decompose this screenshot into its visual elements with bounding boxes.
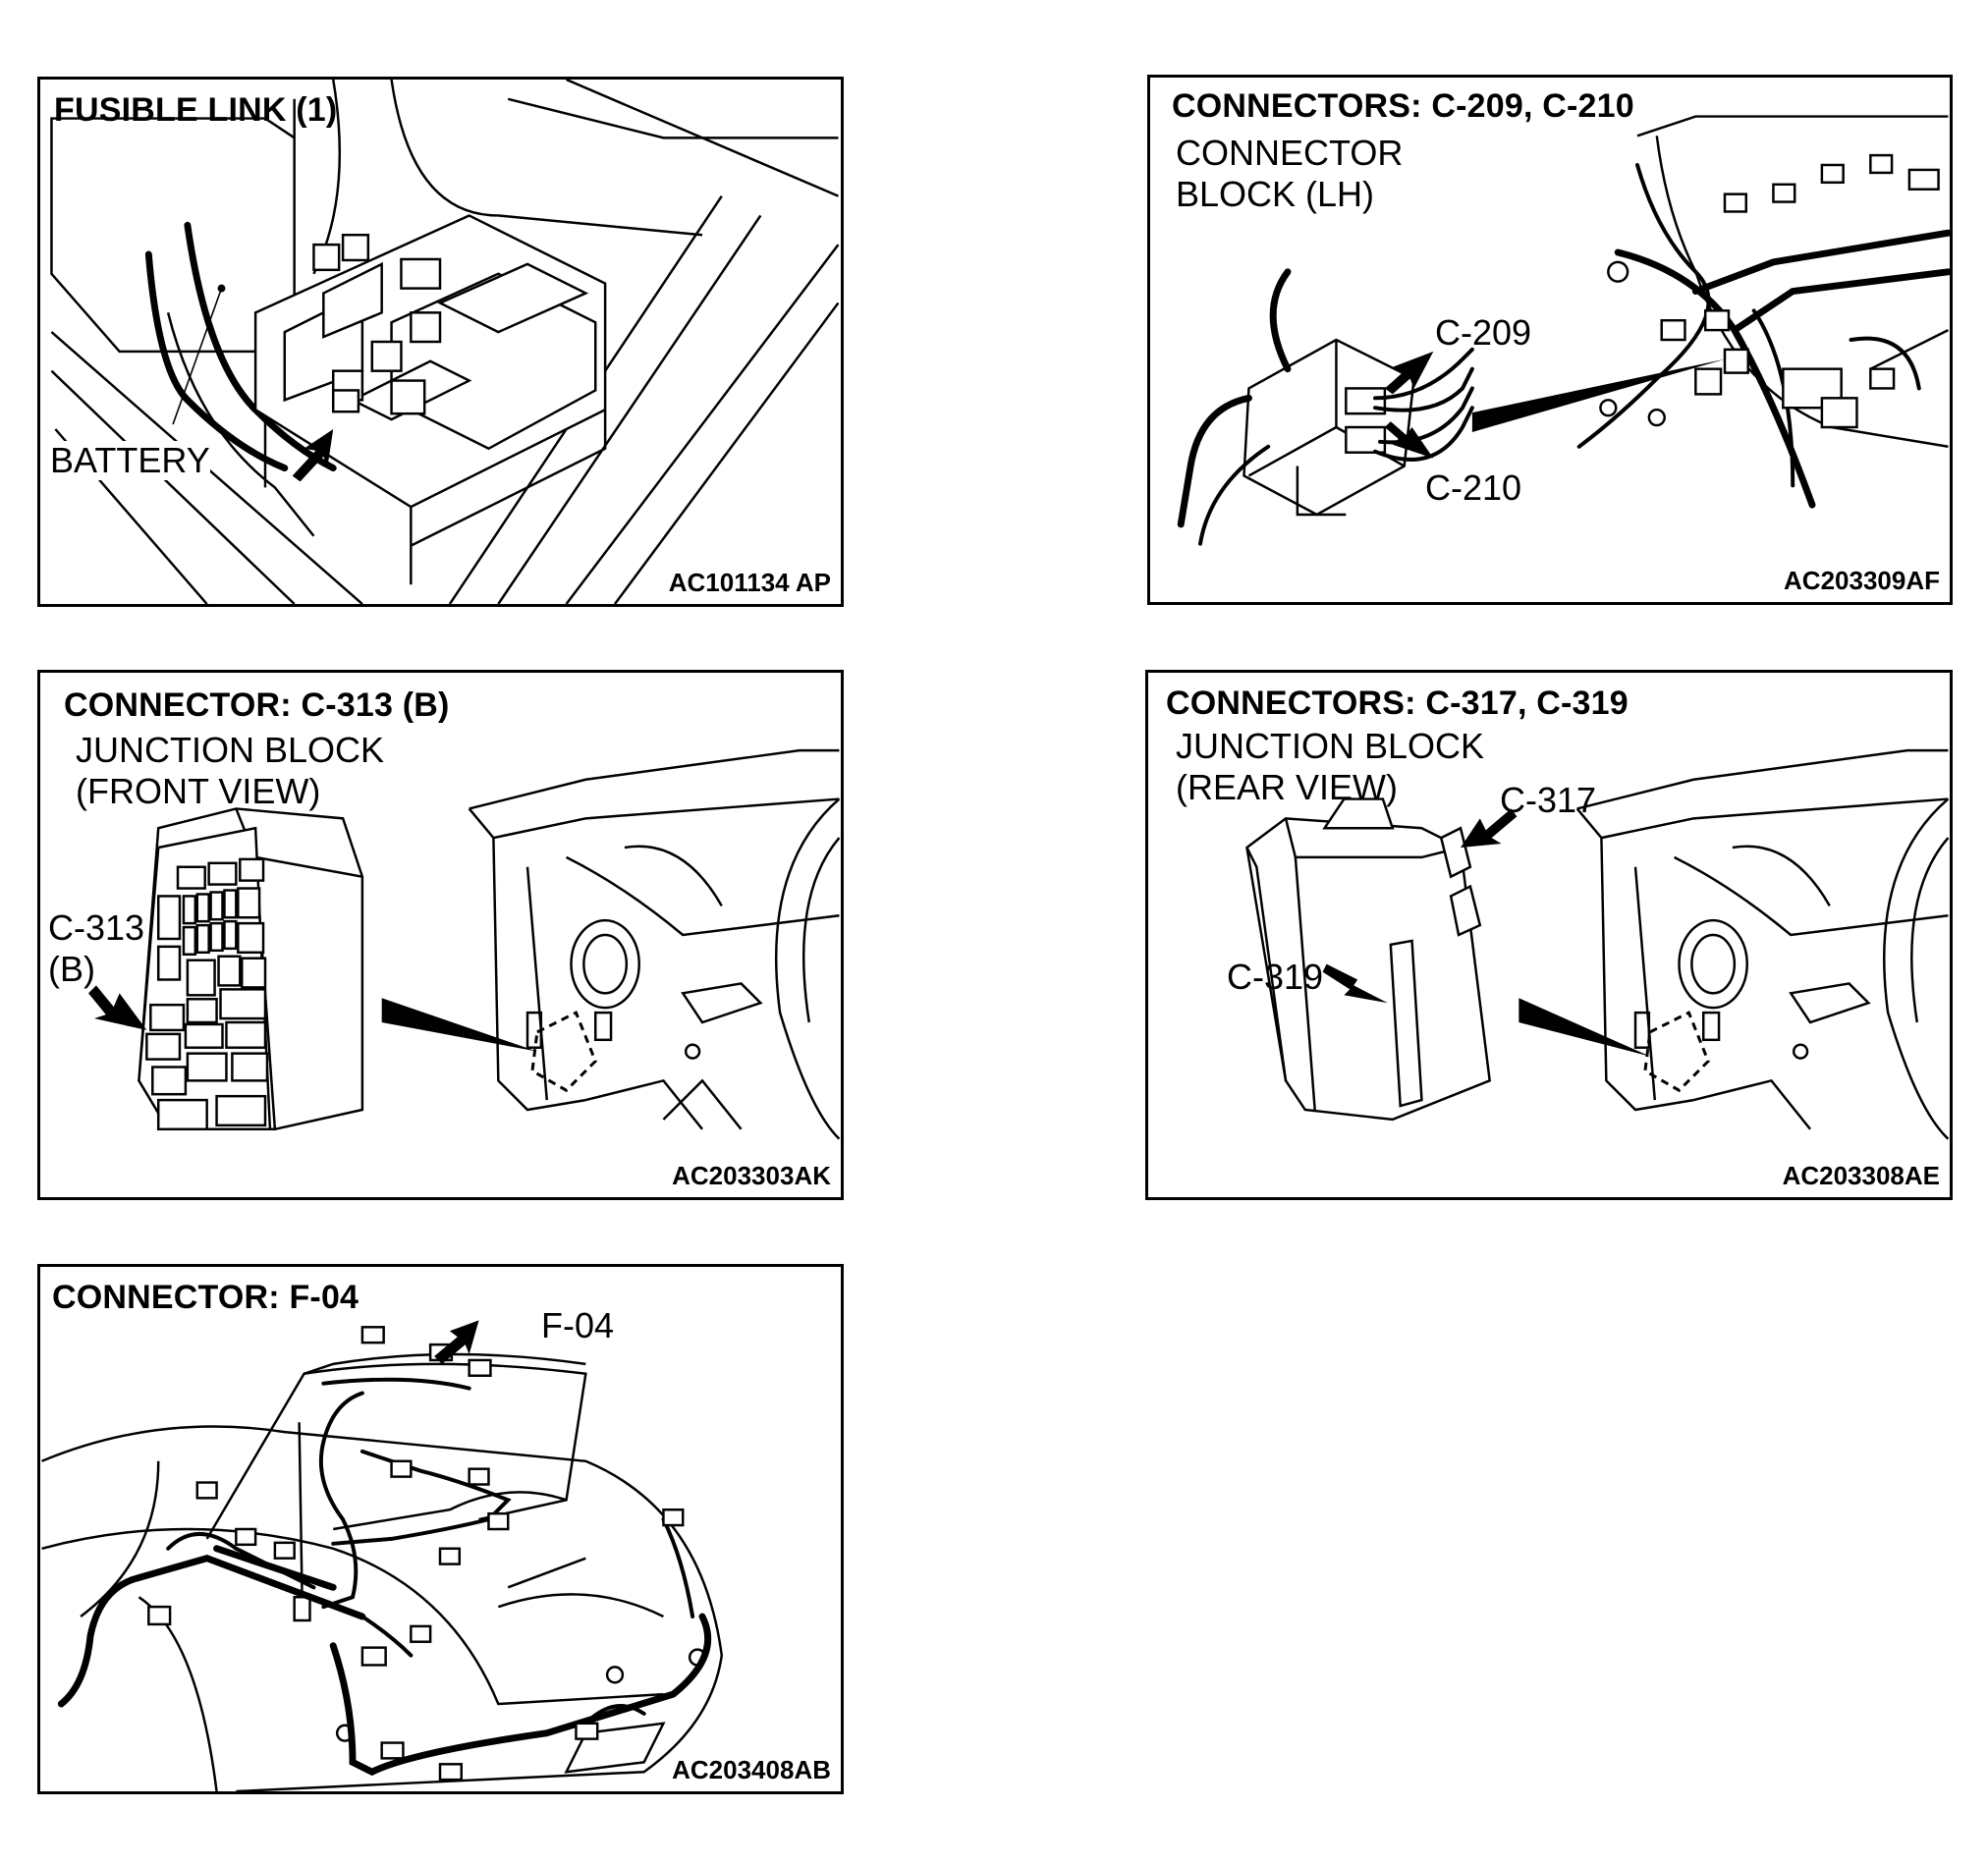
panel-connector-c313: CONNECTOR: C-313 (B) JUNCTION BLOCK (FRO…	[37, 670, 844, 1200]
panel-title: CONNECTOR: C-313 (B)	[64, 686, 450, 724]
c317-label: C-317	[1500, 780, 1597, 820]
panel-subtitle-line2: (FRONT VIEW)	[76, 771, 321, 811]
junction-block-rear-illustration	[1245, 748, 1950, 1140]
panel-title: CONNECTORS: C-209, C-210	[1172, 87, 1634, 125]
c313-label-line2: (B)	[48, 949, 95, 989]
panel-subtitle-line2: (REAR VIEW)	[1176, 767, 1399, 807]
rear-harness-illustration	[41, 1320, 724, 1791]
junction-block-front-illustration	[88, 748, 841, 1140]
c209-label: C-209	[1435, 312, 1532, 353]
figure-code: AC203408AB	[672, 1755, 831, 1784]
panel-subtitle-line1: JUNCTION BLOCK	[1176, 726, 1485, 766]
c313-label-line1: C-313	[48, 907, 145, 948]
c319-label: C-319	[1227, 957, 1324, 997]
panel-fusible-link: FUSIBLE LINK (1) BATTERY AC101134 AP	[37, 77, 844, 607]
figure-code: AC203303AK	[672, 1161, 831, 1190]
panel-subtitle-line1: JUNCTION BLOCK	[76, 730, 385, 770]
battery-label: BATTERY	[50, 440, 210, 480]
figure-code: AC203309AF	[1784, 566, 1940, 595]
panel-subtitle-line1: CONNECTOR	[1176, 133, 1404, 173]
figure-code: AC203308AE	[1782, 1161, 1940, 1190]
panel-title: CONNECTOR: F-04	[52, 1279, 359, 1316]
figure-code: AC101134 AP	[668, 568, 831, 597]
f04-label: F-04	[541, 1305, 615, 1345]
panel-connector-f04: CONNECTOR: F-04 F-04 AC203408AB	[37, 1264, 844, 1794]
connector-block-illustration	[1177, 115, 1950, 546]
panel-connectors-c209-c210: CONNECTORS: C-209, C-210 CONNECTOR BLOCK…	[1147, 75, 1953, 605]
panel-connectors-c317-c319: CONNECTORS: C-317, C-319 JUNCTION BLOCK …	[1145, 670, 1953, 1200]
panel-title: FUSIBLE LINK (1)	[54, 91, 338, 129]
panel-subtitle-line2: BLOCK (LH)	[1176, 174, 1375, 214]
fusible-link-illustration	[50, 80, 840, 604]
c210-label: C-210	[1425, 467, 1522, 508]
panel-title: CONNECTORS: C-317, C-319	[1166, 685, 1629, 722]
